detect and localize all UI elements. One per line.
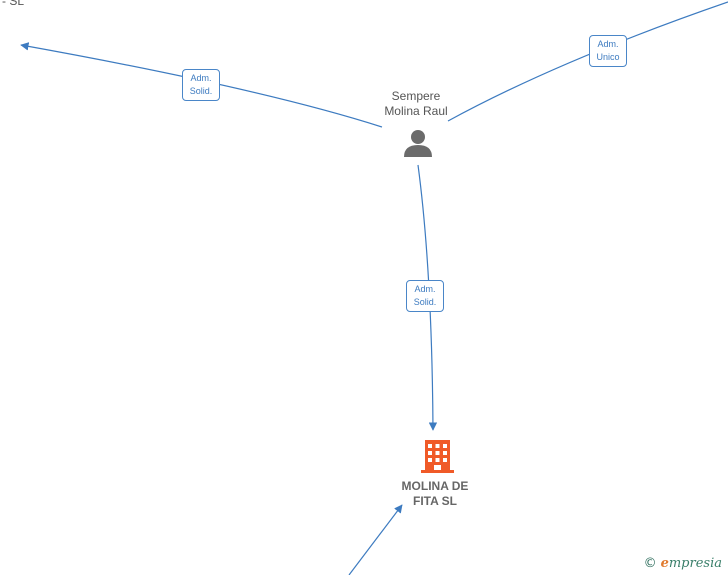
edge-label-right-line1: Adm. <box>597 39 619 49</box>
brand-first-letter: e <box>660 556 669 571</box>
edge-line-left <box>20 42 383 128</box>
edge-label-left-line2: Solid. <box>189 86 213 96</box>
edge-line-bottom <box>348 504 403 575</box>
building-icon[interactable] <box>421 440 454 473</box>
company-name-line2: FITA SL <box>413 494 457 508</box>
edge-label-left-line1: Adm. <box>190 73 212 83</box>
person-icon[interactable] <box>404 130 432 157</box>
edge-line-right <box>447 1 728 122</box>
edge-label-down-line2: Solid. <box>413 297 437 307</box>
edge-label-left[interactable]: Adm. Solid. <box>182 69 220 101</box>
person-name-line1: Sempere <box>391 89 441 103</box>
company-name-line1: MOLINA DE <box>401 479 469 493</box>
clipped-node-label[interactable]: - SL <box>2 0 25 8</box>
company-node-label[interactable]: MOLINA DE FITA SL <box>385 479 485 509</box>
edge-label-down[interactable]: Adm. Solid. <box>406 280 444 312</box>
person-name-line2: Molina Raul <box>384 104 448 118</box>
person-node-label[interactable]: Sempere Molina Raul <box>368 89 464 119</box>
edge-label-right-line2: Unico <box>596 52 620 62</box>
copyright-symbol: © <box>643 556 657 571</box>
brand-logo: ©empresia <box>644 556 722 571</box>
brand-name-rest: mpresia <box>668 556 722 571</box>
edge-label-right[interactable]: Adm. Unico <box>589 35 627 67</box>
edge-label-down-line1: Adm. <box>414 284 436 294</box>
